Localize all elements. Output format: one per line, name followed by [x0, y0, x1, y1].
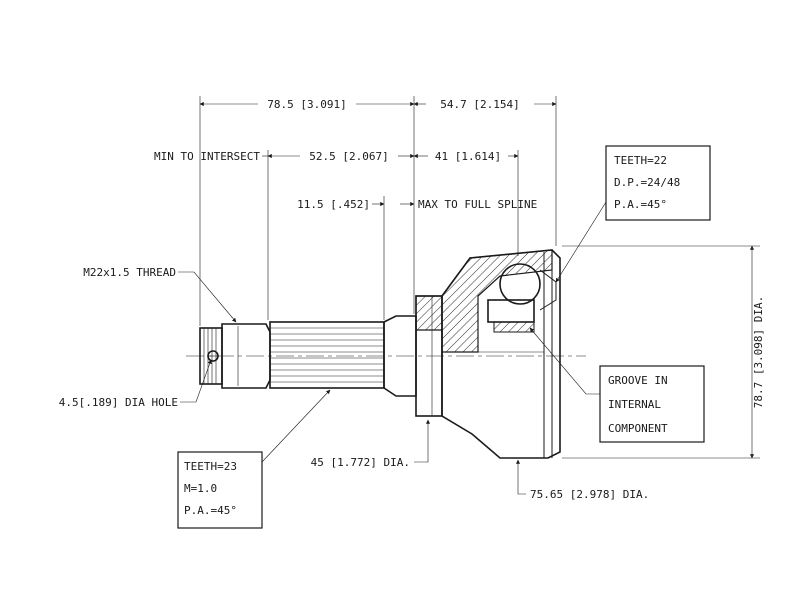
min-to-intersect-label: MIN TO INTERSECT: [154, 150, 260, 163]
dim-spline-length: 11.5 [.452]: [297, 198, 370, 211]
groove-line-2: INTERNAL: [608, 398, 661, 411]
outer-teeth: TEETH=23: [184, 460, 237, 473]
dim-bell-length: 54.7 [2.154]: [440, 98, 519, 111]
inner-spline-note: TEETH=22 D.P.=24/48 P.A.=45°: [605, 145, 711, 221]
dim-spline-to-bell: 41 [1.614]: [435, 150, 501, 163]
groove-note: GROOVE IN INTERNAL COMPONENT: [599, 365, 705, 443]
outer-m: M=1.0: [184, 482, 217, 495]
inner-dp: D.P.=24/48: [614, 176, 680, 189]
overall-dia-label: 78.7 [3.098] DIA.: [752, 296, 765, 409]
stem-dia-label: 45 [1.772] DIA.: [311, 456, 410, 469]
extension-lines: [199, 96, 760, 459]
leaders: [178, 201, 607, 495]
outer-pa: P.A.=45°: [184, 504, 237, 517]
outer-spline-note: TEETH=23 M=1.0 P.A.=45°: [177, 451, 263, 529]
thread-label: M22x1.5 THREAD: [83, 266, 176, 279]
race: [539, 269, 557, 311]
groove-line-3: COMPONENT: [608, 422, 668, 435]
max-to-full-spline-label: MAX TO FULL SPLINE: [418, 198, 537, 211]
section-hatch: [415, 249, 553, 353]
inner-pa: P.A.=45°: [614, 198, 667, 211]
spline-lines: [270, 327, 384, 383]
spline-shaft: [269, 321, 385, 389]
groove-line-1: GROOVE IN: [608, 374, 668, 387]
hole-label: 4.5[.189] DIA HOLE: [59, 396, 178, 409]
bell-dia-label: 75.65 [2.978] DIA.: [530, 488, 649, 501]
groove: [493, 321, 535, 333]
dim-overall-length: 78.5 [3.091]: [267, 98, 346, 111]
ball: [499, 263, 541, 305]
inner-teeth: TEETH=22: [614, 154, 667, 167]
dim-min-to-intersect: 52.5 [2.067]: [309, 150, 388, 163]
part-outline: [199, 249, 561, 459]
dimension-lines: [199, 101, 755, 459]
